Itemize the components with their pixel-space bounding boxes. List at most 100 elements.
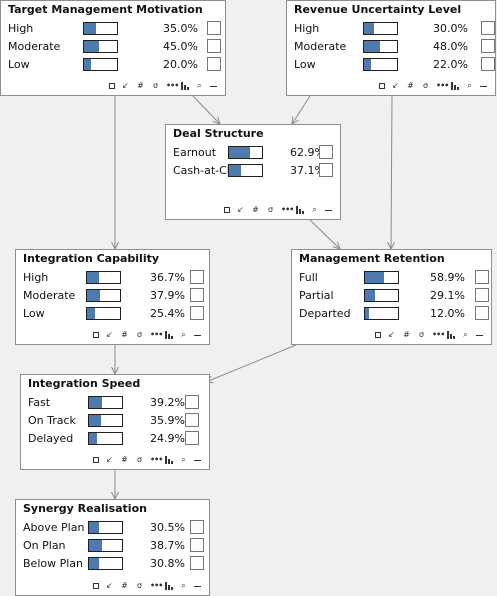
histogram-icon[interactable] bbox=[296, 206, 304, 214]
sigma-icon[interactable]: σ bbox=[422, 81, 429, 90]
search-icon[interactable]: ⌕ bbox=[181, 330, 186, 339]
sigma-icon[interactable]: σ bbox=[418, 330, 425, 339]
state-probability: 36.7% bbox=[150, 271, 185, 284]
minus-icon[interactable] bbox=[325, 209, 332, 211]
search-icon[interactable]: ⌕ bbox=[181, 455, 186, 464]
grid-icon[interactable]: # bbox=[121, 455, 128, 464]
more-icon[interactable]: ••• bbox=[166, 81, 179, 90]
state-probability: 25.4% bbox=[150, 307, 185, 320]
histogram-icon[interactable] bbox=[165, 331, 173, 339]
evidence-checkbox[interactable] bbox=[190, 306, 204, 320]
evidence-checkbox[interactable] bbox=[207, 39, 221, 53]
evidence-checkbox[interactable] bbox=[319, 145, 333, 159]
sigma-icon[interactable]: σ bbox=[136, 330, 143, 339]
evidence-checkbox[interactable] bbox=[207, 21, 221, 35]
minus-icon[interactable] bbox=[480, 85, 487, 87]
more-icon[interactable]: ••• bbox=[432, 330, 445, 339]
more-icon[interactable]: ••• bbox=[150, 330, 163, 339]
evidence-checkbox[interactable] bbox=[185, 413, 199, 427]
sigma-icon[interactable]: σ bbox=[136, 581, 143, 590]
evidence-checkbox[interactable] bbox=[185, 395, 199, 409]
grid-icon[interactable]: # bbox=[137, 81, 144, 90]
evidence-checkbox[interactable] bbox=[190, 538, 204, 552]
evidence-checkbox[interactable] bbox=[475, 288, 489, 302]
arrow-icon[interactable]: ↙ bbox=[106, 581, 113, 590]
search-icon[interactable]: ⌕ bbox=[467, 81, 472, 90]
evidence-checkbox[interactable] bbox=[207, 57, 221, 71]
sigma-icon[interactable]: σ bbox=[267, 205, 274, 214]
square-icon[interactable] bbox=[224, 207, 230, 213]
state-label: Earnout bbox=[173, 146, 217, 159]
sigma-icon[interactable]: σ bbox=[152, 81, 159, 90]
sigma-icon[interactable]: σ bbox=[136, 455, 143, 464]
grid-icon[interactable]: # bbox=[407, 81, 414, 90]
minus-icon[interactable] bbox=[210, 85, 217, 87]
grid-icon[interactable]: # bbox=[403, 330, 410, 339]
evidence-checkbox[interactable] bbox=[319, 163, 333, 177]
grid-icon[interactable]: # bbox=[252, 205, 259, 214]
probability-bar-fill bbox=[365, 290, 375, 301]
histogram-icon[interactable] bbox=[451, 82, 459, 90]
evidence-checkbox[interactable] bbox=[481, 21, 495, 35]
square-icon[interactable] bbox=[93, 332, 99, 338]
search-icon[interactable]: ⌕ bbox=[197, 81, 202, 90]
node-toolbar: ↙ # σ ••• ⌕ bbox=[375, 329, 483, 341]
square-icon[interactable] bbox=[93, 457, 99, 463]
grid-icon[interactable]: # bbox=[121, 330, 128, 339]
more-icon[interactable]: ••• bbox=[150, 581, 163, 590]
state-probability: 20.0% bbox=[163, 58, 198, 71]
grid-icon[interactable]: # bbox=[121, 581, 128, 590]
minus-icon[interactable] bbox=[476, 334, 483, 336]
square-icon[interactable] bbox=[109, 83, 115, 89]
search-icon[interactable]: ⌕ bbox=[181, 581, 186, 590]
node-title: Integration Capability bbox=[23, 252, 160, 265]
histogram-icon[interactable] bbox=[165, 582, 173, 590]
arrow-icon[interactable]: ↙ bbox=[392, 81, 399, 90]
evidence-checkbox[interactable] bbox=[475, 270, 489, 284]
evidence-checkbox[interactable] bbox=[190, 288, 204, 302]
arrow-icon[interactable]: ↙ bbox=[388, 330, 395, 339]
histogram-icon[interactable] bbox=[181, 82, 189, 90]
arrow-icon[interactable]: ↙ bbox=[237, 205, 244, 214]
probability-bar bbox=[228, 146, 263, 159]
evidence-checkbox[interactable] bbox=[185, 431, 199, 445]
search-icon[interactable]: ⌕ bbox=[312, 205, 317, 214]
square-icon[interactable] bbox=[379, 83, 385, 89]
more-icon[interactable]: ••• bbox=[436, 81, 449, 90]
state-label: Departed bbox=[299, 307, 351, 320]
evidence-checkbox[interactable] bbox=[481, 57, 495, 71]
state-label: On Track bbox=[28, 414, 76, 427]
arrow-icon[interactable]: ↙ bbox=[122, 81, 129, 90]
minus-icon[interactable] bbox=[194, 585, 201, 587]
evidence-checkbox[interactable] bbox=[481, 39, 495, 53]
state-probability: 37.1% bbox=[290, 164, 325, 177]
histogram-icon[interactable] bbox=[447, 331, 455, 339]
node-title: Management Retention bbox=[299, 252, 445, 265]
arrow-icon[interactable]: ↙ bbox=[106, 330, 113, 339]
minus-icon[interactable] bbox=[194, 334, 201, 336]
probability-bar-fill bbox=[365, 308, 369, 319]
evidence-checkbox[interactable] bbox=[190, 556, 204, 570]
square-icon[interactable] bbox=[375, 332, 381, 338]
more-icon[interactable]: ••• bbox=[281, 205, 294, 214]
probability-bar bbox=[363, 40, 398, 53]
search-icon[interactable]: ⌕ bbox=[463, 330, 468, 339]
histogram-icon[interactable] bbox=[165, 456, 173, 464]
minus-icon[interactable] bbox=[194, 459, 201, 461]
more-icon[interactable]: ••• bbox=[150, 455, 163, 464]
evidence-checkbox[interactable] bbox=[190, 270, 204, 284]
square-icon[interactable] bbox=[93, 583, 99, 589]
evidence-checkbox[interactable] bbox=[475, 306, 489, 320]
arrow-icon[interactable]: ↙ bbox=[106, 455, 113, 464]
evidence-checkbox[interactable] bbox=[190, 520, 204, 534]
